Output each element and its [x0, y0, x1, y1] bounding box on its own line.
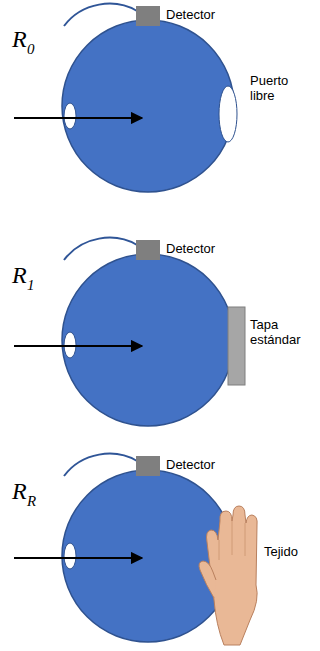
- light-beam: [14, 557, 142, 559]
- reflectance-symbol: R: [12, 478, 27, 506]
- standard-cap: [228, 307, 245, 385]
- hand-tissue: [199, 506, 257, 645]
- reflectance-symbol: R: [12, 262, 27, 290]
- detector-label: Detector: [166, 458, 215, 473]
- reflectance-subscript: 1: [27, 277, 35, 294]
- tissue-label: Tejido: [264, 545, 298, 560]
- integrating-sphere: [62, 20, 234, 192]
- cap-label: Tapa estándar: [250, 318, 316, 348]
- detector: [136, 240, 160, 260]
- entry-port: [64, 543, 76, 569]
- detector-label: Detector: [166, 8, 215, 23]
- sphere-open-port: [14, 4, 237, 192]
- integrating-sphere: [62, 254, 234, 426]
- free-port: [219, 86, 237, 142]
- entry-port: [64, 103, 76, 129]
- reflectance-subscript: 0: [27, 41, 35, 58]
- detector-label: Detector: [166, 242, 215, 257]
- reflectance-subscript: R: [27, 493, 36, 510]
- light-beam: [14, 345, 142, 347]
- hand-thumb: [199, 561, 216, 598]
- reflectance-symbol: R: [12, 26, 27, 54]
- entry-port: [64, 332, 76, 358]
- finger-lines: [219, 521, 245, 560]
- detector: [136, 6, 160, 26]
- light-beam: [14, 117, 142, 119]
- port-label: Puerto libre: [250, 74, 314, 104]
- detector: [136, 456, 160, 476]
- sphere-tissue: [14, 454, 234, 642]
- sphere-standard-cap: [14, 238, 245, 426]
